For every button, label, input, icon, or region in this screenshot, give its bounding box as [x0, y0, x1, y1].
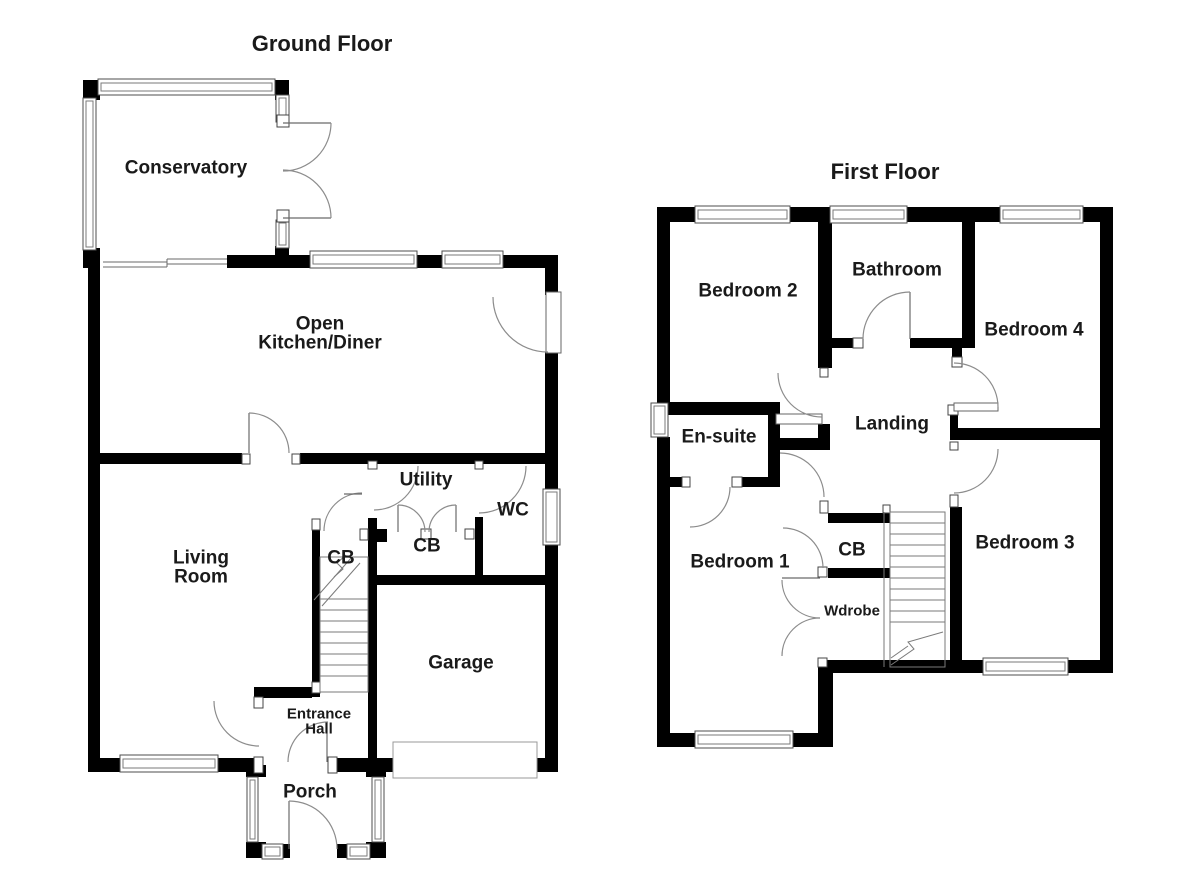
- room-label-wardrobe: Wdrobe: [824, 602, 880, 620]
- first-floor-windows: [650, 205, 1084, 749]
- room-label-cb-first-floor: CB: [838, 539, 866, 561]
- room-label-conservatory: Conservatory: [124, 157, 248, 179]
- room-label-entrance-hall: Entrance Hall: [286, 705, 352, 738]
- room-label-cb-utility: CB: [413, 535, 441, 557]
- conservatory-house-opening: [103, 258, 227, 268]
- room-label-bedroom-4: Bedroom 4: [984, 319, 1084, 341]
- first-floor-walls: [657, 207, 1113, 747]
- room-label-utility: Utility: [399, 469, 453, 491]
- room-label-porch: Porch: [283, 781, 337, 803]
- back-door-leaf: [545, 291, 562, 354]
- ground-floor-walls: [83, 80, 558, 858]
- ground-floor-windows: [82, 78, 561, 860]
- room-label-en-suite: En-suite: [681, 426, 757, 448]
- bedroom2-door-leaf: [775, 413, 823, 425]
- stair-break-line: [313, 556, 353, 601]
- first-floor-stairs: [883, 511, 946, 668]
- room-label-cb-hall: CB: [327, 547, 355, 569]
- room-label-landing: Landing: [855, 413, 929, 435]
- ground-floor-doors: [213, 122, 562, 850]
- room-label-bedroom-1: Bedroom 1: [690, 551, 790, 573]
- garage-door: [392, 741, 538, 779]
- room-label-garage: Garage: [428, 652, 494, 674]
- ground-floor-door-jambs: [241, 114, 484, 774]
- room-label-wc: WC: [497, 499, 529, 521]
- stair-direction-arrow: [333, 554, 347, 578]
- room-label-bedroom-2: Bedroom 2: [698, 280, 798, 302]
- room-label-open-kitchen-diner: Open Kitchen/Diner: [258, 313, 382, 354]
- stair-break-line: [890, 631, 944, 666]
- room-label-bedroom-3: Bedroom 3: [975, 532, 1075, 554]
- room-label-living-room: Living Room: [173, 547, 229, 588]
- first-floor-plan: [650, 205, 1113, 749]
- first-floor-title: First Floor: [830, 158, 940, 184]
- ground-floor-plan: [82, 78, 562, 860]
- ground-floor-title: Ground Floor: [251, 30, 393, 56]
- ground-floor-stairs: [313, 554, 369, 693]
- bedroom4-door-leaf: [953, 402, 999, 412]
- first-floor-doors: [689, 291, 999, 657]
- first-floor-door-jambs: [681, 337, 963, 668]
- room-label-bathroom: Bathroom: [852, 259, 942, 281]
